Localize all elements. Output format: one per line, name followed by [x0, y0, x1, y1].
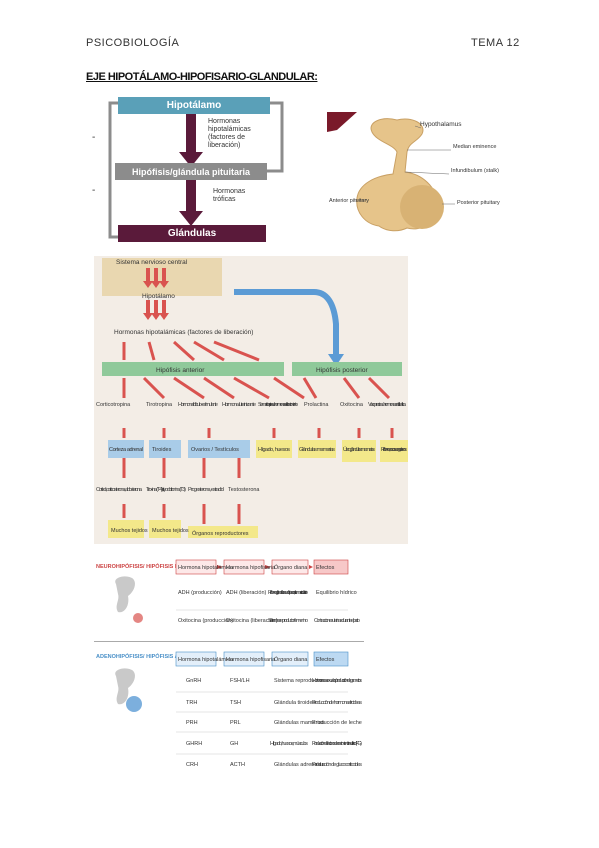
adeno-cell: Sistema reproductor [274, 678, 324, 684]
flow-hormone: Hormona folículo-estimulante [178, 402, 218, 408]
adeno-col: Hormona hipofisaria [226, 657, 276, 663]
bullet-dash: - [92, 132, 96, 143]
flow-product: Progesterona, estradiol [188, 487, 224, 493]
adeno-col: Órgano diana [274, 656, 308, 663]
adeno-section-title: ADENOHIPÓFISIS/ HIPÓFISIS ANTERIOR [96, 652, 203, 660]
adeno-cell: GH [230, 741, 238, 747]
label-posterior-pituitary: Posterior pituitary [457, 200, 500, 206]
adeno-cell: Hígado, huesos, músculos [270, 741, 308, 747]
flow-target: Riñones, vasos sanguíneos [381, 447, 407, 453]
bullet-dash: - [92, 185, 96, 196]
flow-anterior-pituitary: Hipófisis anterior [156, 367, 205, 374]
flow-product: Cortisol, corticosterona, aldosterona [96, 487, 143, 493]
adeno-cell: FSH/LH [230, 678, 250, 684]
adeno-cell: Glándulas mamarias [274, 720, 325, 726]
flow-target: Hígado, huesos [258, 447, 290, 453]
neuro-cell: Oxitocina (liberación) [226, 618, 278, 624]
flow-target: Útero, glándulas mamarias [343, 446, 375, 453]
adeno-cell: CRH [186, 762, 198, 768]
page-title: EJE HIPOTÁLAMO-HIPOFISARIO-GLANDULAR: [86, 71, 318, 83]
adeno-cell: TSH [230, 700, 241, 706]
adeno-cell: Producción de hormonas tiroideas [312, 700, 362, 706]
adeno-cell: GnRH [186, 678, 201, 684]
flow-hypothalamus: Hipotálamo [142, 293, 175, 300]
neuro-cell: ADH (producción) [178, 590, 222, 596]
label-infundibulum: Infundibulum (stalk) [451, 168, 499, 174]
neuro-cell: Sistema reproductor femenino [268, 618, 308, 624]
adeno-cell: Producción de leche [312, 720, 362, 726]
flow-target: Corteza adrenal [109, 447, 143, 453]
flow-posterior-pituitary: Hipófisis posterior [316, 367, 368, 374]
adeno-cell: PRH [186, 720, 198, 726]
adeno-cell: Hormonas sexuales/ producción de gametos [312, 678, 362, 684]
flow-hormone: Tirotropina [146, 402, 173, 408]
label-anterior-pituitary: Anterior pituitary [329, 198, 369, 204]
adeno-cell: TRH [186, 700, 197, 706]
glands-box: Glándulas [118, 225, 266, 242]
adeno-col: Efectos [316, 657, 335, 663]
adeno-cell: ACTH [230, 762, 245, 768]
flow-hormone: Hormona luteinizante [222, 402, 256, 408]
neuro-cell: ADH (liberación) [226, 590, 267, 596]
neuro-cell: Contracciones uterinas durante el parto [314, 618, 360, 624]
section-divider [94, 641, 364, 642]
neuro-col: Órgano diana [274, 564, 308, 571]
neuro-col: Hormona hipofisaria [226, 565, 276, 571]
axis-diagram: Hipotálamo Hormonas hipotalámicas (facto… [93, 95, 293, 245]
flow-target: Tiroides [152, 447, 172, 453]
flow-final: Órganos reproductores [192, 530, 249, 537]
adeno-cell: Glándulas adrenales [274, 762, 325, 768]
neuro-cell: Oxitocina (producción) [178, 618, 233, 624]
flow-product: Testosterona [228, 487, 260, 493]
neuro-cell: Riñones, glándulas sudoríparas, sistema … [268, 590, 308, 596]
flow-product: Tiroxina (T4), triyodotironina (T3) [146, 487, 186, 493]
hypothalamic-hormones-label: Hormonas hipotalámicas (factores de libe… [208, 118, 251, 149]
tropic-hormones-label: Hormonas tróficas [213, 188, 246, 203]
flow-cns: Sistema nervioso central [116, 259, 188, 266]
flow-final: Muchos tejidos [111, 528, 148, 534]
flow-hypothalamic-hormones: Hormonas hipotalámicas (factores de libe… [114, 329, 253, 336]
hormone-flow-chart: Sistema nervioso central Hipotálamo Horm… [94, 256, 408, 544]
neuro-section-title: NEUROHIPÓFISIS/ HIPÓFISIS POSTERIOR [96, 562, 207, 570]
flow-final: Muchos tejidos [152, 528, 189, 534]
neuro-col: Hormona hipotalámica [178, 565, 234, 571]
flow-hormone: Vasopresina u hormona antidiurética [368, 402, 407, 408]
adeno-cell: Producción de glucocorticoides [312, 762, 362, 768]
adeno-cell: Producción de factores de crecimiento in… [312, 741, 362, 747]
flow-hormone: Somatotropina u hormona del crecimiento [258, 402, 298, 408]
adeno-cell: PRL [230, 720, 241, 726]
header-topic: TEMA 12 [471, 37, 520, 49]
flow-hormone: Corticotropina [96, 402, 131, 408]
flow-hormone: Prolactina [304, 402, 329, 408]
hypothalamus-box: Hipotálamo [118, 97, 270, 114]
label-median-eminence: Median eminence [453, 144, 496, 150]
adenohypophysis-table: ADENOHIPÓFISIS/ HIPÓFISIS ANTERIOR Hormo… [94, 648, 364, 776]
flow-target: Ovarios / Testículos [191, 447, 239, 453]
neurohypophysis-table: NEUROHIPÓFISIS/ HIPÓFISIS POSTERIOR Horm… [94, 556, 364, 638]
flow-target: Glándulas mamarias [299, 447, 335, 453]
pituitary-anatomy-figure: Hypothalamus Median eminence Infundibulu… [327, 112, 513, 237]
pituitary-box: Hipófisis/glándula pituitaria [115, 163, 267, 180]
neuro-cell: Equilibrio hídrico [316, 590, 357, 596]
adeno-col: Hormona hipotalámica [178, 657, 234, 663]
flow-hormone: Oxitocina [340, 402, 364, 408]
label-hypothalamus: Hypothalamus [420, 121, 462, 128]
adeno-cell: GHRH [186, 741, 202, 747]
neuro-col: Efectos [316, 565, 335, 571]
header-course: PSICOBIOLOGÍA [86, 37, 180, 49]
adeno-cell: Glándula tiroides [274, 700, 316, 706]
